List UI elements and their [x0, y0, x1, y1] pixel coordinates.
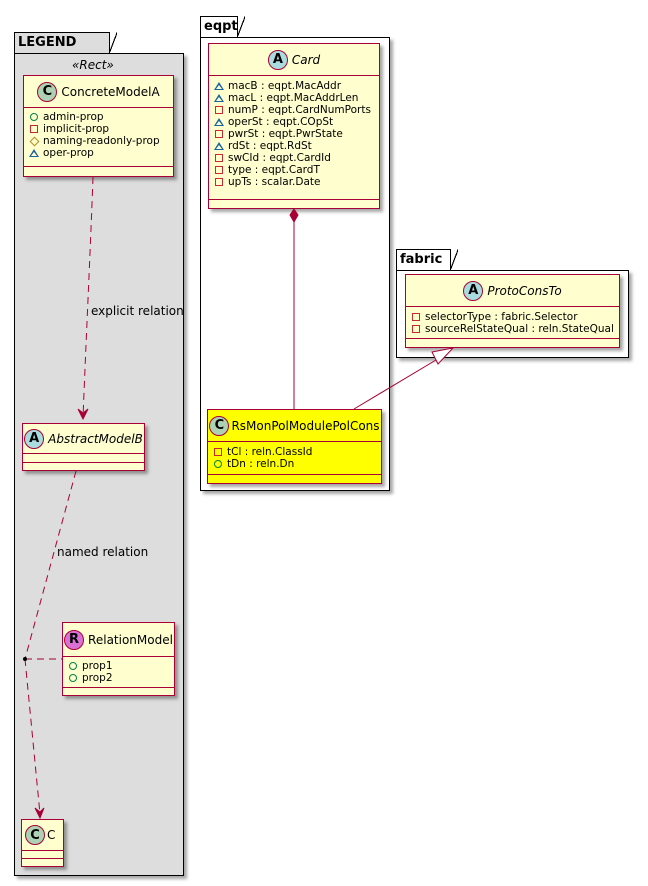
class-name: ConcreteModelA — [61, 84, 160, 99]
class-card[interactable]: A Card macB : eqpt.MacAddr macL : eqpt.M… — [208, 43, 380, 209]
attribute-list: tCl : reln.ClassId tDn : reln.Dn — [208, 442, 381, 475]
attribute-row: tCl : reln.ClassId — [214, 446, 381, 458]
abstract-spot-icon: A — [267, 49, 288, 70]
package-visibility-icon — [214, 118, 224, 126]
named-relation-label: named relation — [57, 545, 149, 559]
private-visibility-icon — [214, 448, 222, 456]
attribute-row: prop2 — [69, 672, 174, 684]
attribute-row: numP : eqpt.CardNumPorts — [215, 104, 379, 116]
attribute-row: sourceRelStateQual : reln.StateQual — [412, 323, 619, 335]
attribute-row: operSt : eqpt.COpSt — [214, 116, 379, 128]
attribute-row: rdSt : eqpt.RdSt — [214, 140, 379, 152]
attribute-row: macL : eqpt.MacAddrLen — [214, 92, 379, 104]
public-visibility-icon — [69, 674, 77, 682]
private-visibility-icon — [215, 166, 223, 174]
attribute-row: type : eqpt.CardT — [215, 164, 379, 176]
class-relation-model[interactable]: R RelationModel prop1 prop2 — [62, 622, 175, 696]
class-c[interactable]: C C — [21, 819, 64, 867]
attribute-list: macB : eqpt.MacAddr macL : eqpt.MacAddrL… — [209, 76, 379, 200]
class-name: C — [47, 828, 56, 842]
class-concrete-model-a[interactable]: C ConcreteModelA admin-prop implicit-pro… — [23, 75, 174, 177]
fabric-package-tab: fabric — [396, 249, 458, 271]
private-visibility-icon — [412, 313, 420, 321]
fabric-package-title: fabric — [400, 252, 443, 267]
relation-spot-icon: R — [64, 629, 85, 650]
public-visibility-icon — [214, 460, 222, 468]
private-visibility-icon — [412, 325, 420, 333]
attribute-row: upTs : scalar.Date — [215, 176, 379, 188]
private-visibility-icon — [215, 178, 223, 186]
attribute-row: macB : eqpt.MacAddr — [214, 80, 379, 92]
public-visibility-icon — [30, 113, 38, 121]
package-visibility-icon — [214, 94, 224, 102]
class-rs-mon-pol-module-pol-cons[interactable]: C RsMonPolModulePolCons tCl : reln.Class… — [207, 409, 382, 484]
eqpt-package-tab: eqpt — [200, 16, 245, 38]
attribute-list: prop1 prop2 — [63, 657, 174, 688]
attribute-list: selectorType : fabric.Selector sourceRel… — [406, 307, 619, 339]
class-abstract-model-b[interactable]: A AbstractModelB — [22, 423, 145, 471]
class-spot-icon: C — [37, 81, 58, 102]
protected-visibility-icon — [29, 136, 39, 146]
class-name: RelationModel — [88, 632, 173, 647]
class-name: Card — [291, 52, 321, 67]
public-visibility-icon — [69, 662, 77, 670]
attribute-row: pwrSt : eqpt.PwrState — [215, 128, 379, 140]
legend-package-tab: LEGEND — [14, 32, 117, 54]
package-visibility-icon — [214, 82, 224, 90]
attribute-row: implicit-prop — [30, 123, 173, 135]
class-name: ProtoConsTo — [487, 283, 562, 298]
attribute-row: naming-readonly-prop — [29, 135, 173, 147]
class-name: AbstractModelB — [48, 431, 143, 446]
attribute-row: swCId : eqpt.CardId — [215, 152, 379, 164]
abstract-spot-icon: A — [24, 428, 45, 449]
eqpt-package-title: eqpt — [204, 19, 238, 34]
class-proto-cons-to[interactable]: A ProtoConsTo selectorType : fabric.Sele… — [405, 274, 620, 348]
class-name: RsMonPolModulePolCons — [231, 418, 380, 433]
attribute-row: admin-prop — [30, 111, 173, 123]
private-visibility-icon — [30, 125, 38, 133]
attribute-row: tDn : reln.Dn — [214, 458, 381, 470]
attribute-list: admin-prop implicit-prop naming-readonly… — [24, 108, 173, 167]
attribute-row: selectorType : fabric.Selector — [412, 311, 619, 323]
class-spot-icon: C — [209, 415, 230, 436]
private-visibility-icon — [215, 154, 223, 162]
attribute-row: prop1 — [69, 660, 174, 672]
abstract-spot-icon: A — [463, 280, 484, 301]
legend-package-title: LEGEND — [18, 35, 77, 50]
private-visibility-icon — [215, 130, 223, 138]
private-visibility-icon — [215, 106, 223, 114]
attribute-list — [22, 851, 63, 859]
legend-stereotype: «Rect» — [72, 58, 114, 72]
explicit-relation-label: explicit relation — [91, 304, 184, 318]
class-spot-icon: C — [25, 825, 45, 845]
attribute-list — [23, 454, 144, 463]
attribute-row: oper-prop — [29, 147, 173, 159]
package-visibility-icon — [214, 142, 224, 150]
package-visibility-icon — [29, 149, 39, 157]
